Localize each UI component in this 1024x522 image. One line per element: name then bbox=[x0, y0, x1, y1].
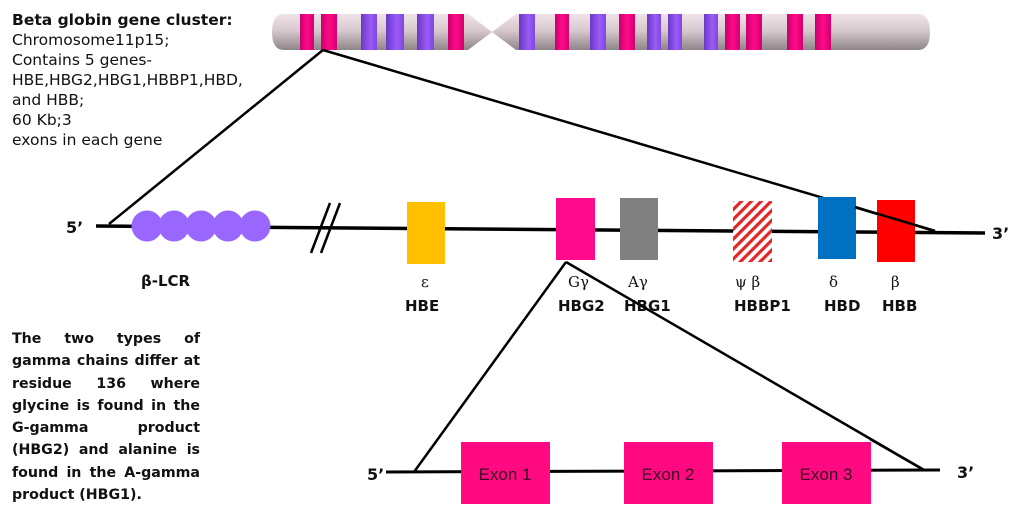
chromosome-band-magenta bbox=[555, 14, 569, 50]
chromosome-band-purple bbox=[647, 14, 661, 50]
gene-hbd-box bbox=[818, 197, 856, 259]
lcr-site bbox=[158, 210, 190, 242]
chromosome-band-magenta bbox=[619, 14, 635, 50]
lcr-site bbox=[239, 210, 271, 242]
lcr-site bbox=[185, 210, 217, 242]
gene-zoom-line-right-overlay bbox=[869, 437, 925, 472]
gene-hbb-symbol: β bbox=[891, 273, 900, 291]
gene-hbg2-box bbox=[556, 198, 595, 260]
gene-zoom-line-left bbox=[412, 261, 568, 473]
gene-hbe-box bbox=[407, 202, 445, 264]
break-mark bbox=[319, 202, 342, 254]
info-title: Beta globin gene cluster: bbox=[12, 11, 233, 29]
gene-hbg1-symbol: Aγ bbox=[627, 273, 648, 291]
lcr-site bbox=[131, 210, 163, 242]
zoom-line-left bbox=[108, 49, 324, 225]
lcr bbox=[131, 210, 271, 242]
info-line: Contains 5 genes- bbox=[12, 51, 153, 69]
chromosome bbox=[272, 14, 930, 50]
gene-hbd-symbol: δ bbox=[829, 273, 838, 291]
chromosome-band-purple bbox=[704, 14, 718, 50]
cluster-5-prime: 5’ bbox=[66, 218, 83, 237]
info-box: Beta globin gene cluster: Chromosome11p1… bbox=[12, 10, 282, 150]
gene-hbe-name: HBE bbox=[405, 297, 439, 315]
gene-hbbp1-name: HBBP1 bbox=[734, 297, 791, 315]
chromosome-band-purple bbox=[519, 14, 535, 50]
gene-hbg2-symbol: Gγ bbox=[568, 273, 589, 291]
gamma-chain-note: The two types of gamma chains differ at … bbox=[12, 331, 200, 504]
chromosome-band-magenta bbox=[448, 14, 464, 50]
gene-hbbp1-box bbox=[733, 201, 772, 262]
break-mark bbox=[309, 202, 332, 254]
chromosome-band-magenta bbox=[725, 14, 740, 50]
chromosome-band-magenta bbox=[300, 14, 314, 50]
info-line: Chromosome11p15; bbox=[12, 31, 170, 49]
gene-hbe-symbol: ε bbox=[421, 273, 429, 291]
chromosome-bands bbox=[300, 14, 831, 50]
zoom-line-right-overlay bbox=[854, 205, 936, 233]
chromosome-band-magenta bbox=[746, 14, 762, 50]
gene-structure-3-prime: 3’ bbox=[957, 463, 974, 482]
gene-hbg2-name: HBG2 bbox=[558, 297, 605, 315]
gene-hbbp1-symbol: ψ β bbox=[735, 273, 760, 291]
lcr-site bbox=[212, 210, 244, 242]
lcr-label: β-LCR bbox=[141, 272, 191, 290]
chromosome-band-magenta bbox=[815, 14, 831, 50]
exon-2-box bbox=[624, 442, 713, 504]
info-line: exons in each gene bbox=[12, 131, 163, 149]
gene-hbd-name: HBD bbox=[824, 297, 860, 315]
gene-hbb-name: HBB bbox=[882, 297, 917, 315]
gene-zoom-line-right bbox=[565, 260, 925, 472]
exon-1-box bbox=[461, 442, 550, 504]
chromosome-band-purple bbox=[361, 14, 377, 50]
info-line: HBE,HBG2,HBG1,HBBP1,HBD, bbox=[12, 71, 243, 89]
chromosome-band-magenta bbox=[321, 14, 337, 50]
chromosome-band-magenta bbox=[787, 14, 803, 50]
info-line: and HBB; bbox=[12, 91, 85, 109]
exon-3-label: Exon 3 bbox=[800, 465, 853, 484]
exon-3-box bbox=[782, 442, 871, 504]
cluster-3-prime: 3’ bbox=[992, 224, 1009, 243]
chromosome-band-purple bbox=[417, 14, 434, 50]
gene-hbb-box bbox=[877, 200, 915, 262]
gene-structure-5-prime: 5’ bbox=[367, 465, 384, 484]
chromosome-band-purple bbox=[590, 14, 606, 50]
exon-1-label: Exon 1 bbox=[479, 465, 532, 484]
gene-hbg1-box bbox=[620, 198, 658, 260]
exon-2-label: Exon 2 bbox=[642, 465, 695, 484]
info-line: 60 Kb;3 bbox=[12, 111, 72, 129]
chromosome-band-purple bbox=[386, 14, 404, 50]
chromosome-band-purple bbox=[668, 14, 682, 50]
